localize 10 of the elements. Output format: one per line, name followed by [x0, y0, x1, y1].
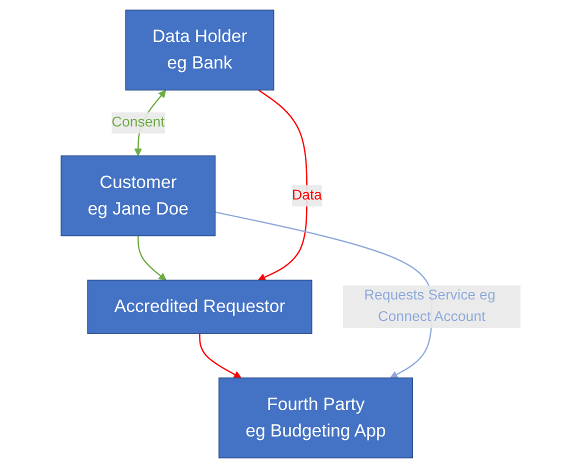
- node-box: Accredited Requestor: [86, 280, 312, 334]
- edge-label: Requests Service eg Connect Account: [364, 288, 495, 325]
- arrow: [257, 90, 308, 281]
- node-box: Data Holder eg Bank: [124, 10, 274, 90]
- arrow: [137, 236, 166, 281]
- node-box: Customer eg Jane Doe: [60, 155, 216, 236]
- arrow: [198, 334, 242, 378]
- edge-label: Consent: [111, 114, 164, 130]
- node-box: Fourth Party eg Budgeting App: [218, 377, 413, 458]
- edge-label: Data: [291, 188, 322, 203]
